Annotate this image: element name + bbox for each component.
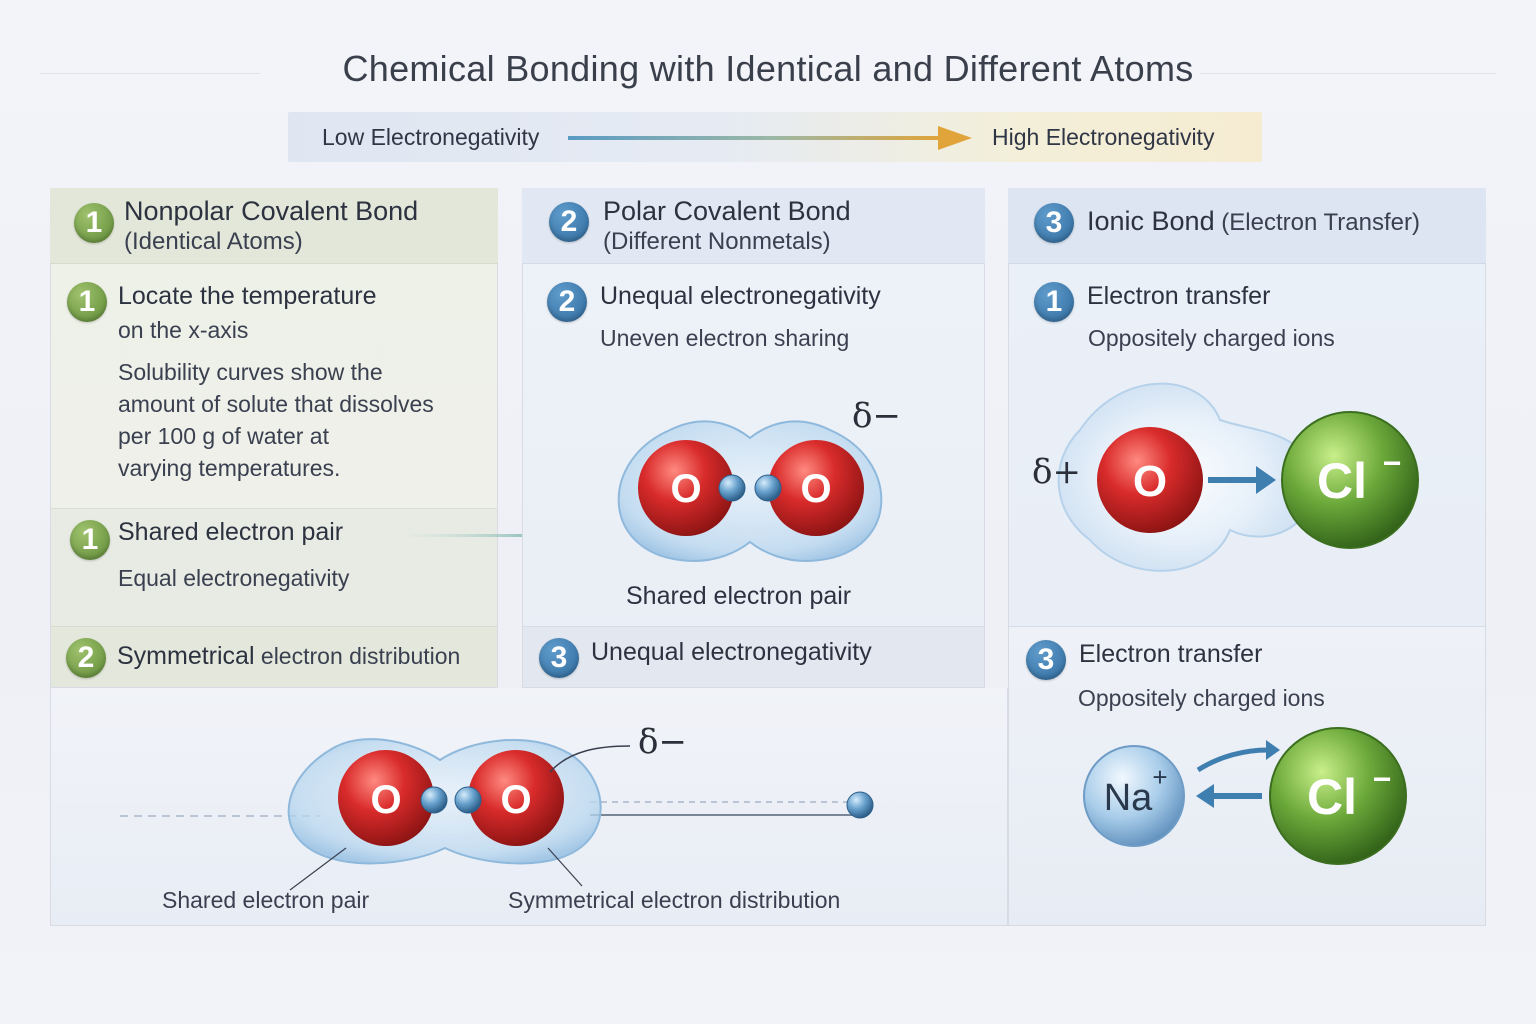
oxygen-atom-left — [338, 750, 434, 846]
title-rule-left — [40, 73, 260, 74]
oxygen-atom-left — [638, 440, 734, 536]
polar-title: Polar Covalent Bond — [603, 196, 851, 226]
ionic-title: Ionic Bond — [1087, 206, 1215, 236]
step-badge: 1 — [70, 520, 110, 560]
step-title: Unequal electronegativity — [600, 282, 881, 310]
symmetrical-heading: Symmetrical electron distribution — [117, 640, 460, 672]
title-rule-right — [1200, 73, 1496, 74]
diagram-caption: Shared electron pair — [626, 582, 852, 610]
nonpolar-subtitle: (Identical Atoms) — [124, 228, 303, 255]
step-text: Oppositely charged ions — [1078, 685, 1325, 711]
step-text: Equal electronegativity — [118, 565, 350, 591]
electron-dot — [718, 474, 746, 502]
panel-number-badge: 3 — [1034, 203, 1074, 243]
step-title: Unequal electronegativity — [591, 638, 872, 666]
nonpolar-molecule-diagram: O O — [120, 738, 874, 891]
unequal-band — [523, 626, 984, 687]
step-badge: 2 — [66, 638, 106, 678]
body-line: Solubility curves show the — [118, 359, 383, 385]
ionic-transfer-diagram-top: O Cl − — [1057, 382, 1419, 572]
partial-charge-label: δ+ — [1032, 452, 1081, 492]
nonpolar-panel-header — [50, 188, 498, 264]
nonpolar-title: Nonpolar Covalent Bond — [124, 196, 419, 226]
oxygen-atom-right — [468, 750, 564, 846]
polar-molecule-diagram: O O — [617, 420, 883, 562]
atom-label: O — [670, 467, 701, 511]
polar-subtitle: (Different Nonmetals) — [603, 228, 831, 255]
return-arrow-shaft — [1210, 793, 1262, 799]
step-title: Electron transfer — [1087, 282, 1271, 310]
chlorine-atom — [1281, 411, 1419, 549]
electron-dot — [846, 791, 874, 819]
step-badge: 1 — [1034, 282, 1074, 322]
step-title: Symmetrical — [117, 642, 255, 670]
electron-dot — [754, 474, 782, 502]
oxygen-atom — [1097, 427, 1203, 533]
atom-label: Na — [1104, 777, 1153, 819]
electronegativity-arrow — [568, 126, 972, 150]
transfer-arrow-shaft — [1208, 477, 1260, 483]
transfer-arrow-head — [1256, 466, 1276, 494]
electron-dot — [420, 786, 448, 814]
caption-leader-left — [289, 847, 347, 891]
step-subtitle: on the x-axis — [118, 317, 249, 343]
atom-label: O — [500, 778, 531, 822]
electron-dot — [454, 786, 482, 814]
step-badge: 2 — [547, 282, 587, 322]
ion-charge: + — [1152, 762, 1167, 792]
ionic-transfer-diagram-bottom: Na + Cl − — [1083, 727, 1407, 865]
ion-charge: − — [1383, 445, 1402, 481]
atom-label: Cl — [1307, 769, 1357, 825]
ionic-heading: Ionic Bond (Electron Transfer) — [1087, 206, 1420, 237]
step-badge: 3 — [1026, 640, 1066, 680]
step-title: Shared electron pair — [118, 518, 344, 546]
transfer-arrow-head — [1266, 740, 1280, 760]
atom-label: O — [370, 778, 401, 822]
caption-leader-right — [547, 847, 583, 887]
page-title: Chemical Bonding with Identical and Diff… — [342, 48, 1194, 89]
body-line: varying temperatures. — [118, 455, 341, 481]
partial-charge-label: δ− — [638, 722, 687, 762]
atom-label: O — [1133, 457, 1167, 506]
atom-label: Cl — [1317, 453, 1367, 509]
step-text: Uneven electron sharing — [600, 325, 850, 351]
body-line: amount of solute that dissolves — [118, 391, 434, 417]
chlorine-atom — [1269, 727, 1407, 865]
step-title: Electron transfer — [1079, 640, 1263, 668]
shared-pair-band — [51, 508, 497, 626]
step-badge: 3 — [539, 638, 579, 678]
panel-number-badge: 2 — [549, 202, 589, 242]
step-badge: 1 — [67, 282, 107, 322]
return-arrow-head — [1196, 784, 1214, 808]
charge-leader-line — [549, 745, 631, 773]
step-text: Oppositely charged ions — [1088, 325, 1335, 351]
panel-number-badge: 1 — [74, 203, 114, 243]
polar-panel-header — [522, 188, 985, 264]
oxygen-atom-right — [768, 440, 864, 536]
ionic-panel-header — [1008, 188, 1486, 264]
sodium-atom — [1083, 745, 1185, 847]
step-title: Locate the temperature — [118, 282, 377, 310]
ionic-title-rest: (Electron Transfer) — [1214, 209, 1420, 236]
body-line: per 100 g of water at — [118, 423, 329, 449]
partial-charge-label: δ− — [852, 396, 901, 436]
diagram-caption-left: Shared electron pair — [162, 887, 370, 913]
step-body: Solubility curves show the amount of sol… — [118, 356, 434, 484]
low-electronegativity-label: Low Electronegativity — [322, 124, 540, 150]
high-electronegativity-label: High Electronegativity — [992, 124, 1215, 150]
ion-charge: − — [1373, 761, 1392, 797]
atom-label: O — [800, 467, 831, 511]
step-title-rest: electron distribution — [254, 643, 461, 669]
symmetrical-band — [51, 626, 497, 687]
transfer-arrow-curve — [1196, 747, 1269, 773]
diagram-caption-right: Symmetrical electron distribution — [508, 887, 841, 913]
